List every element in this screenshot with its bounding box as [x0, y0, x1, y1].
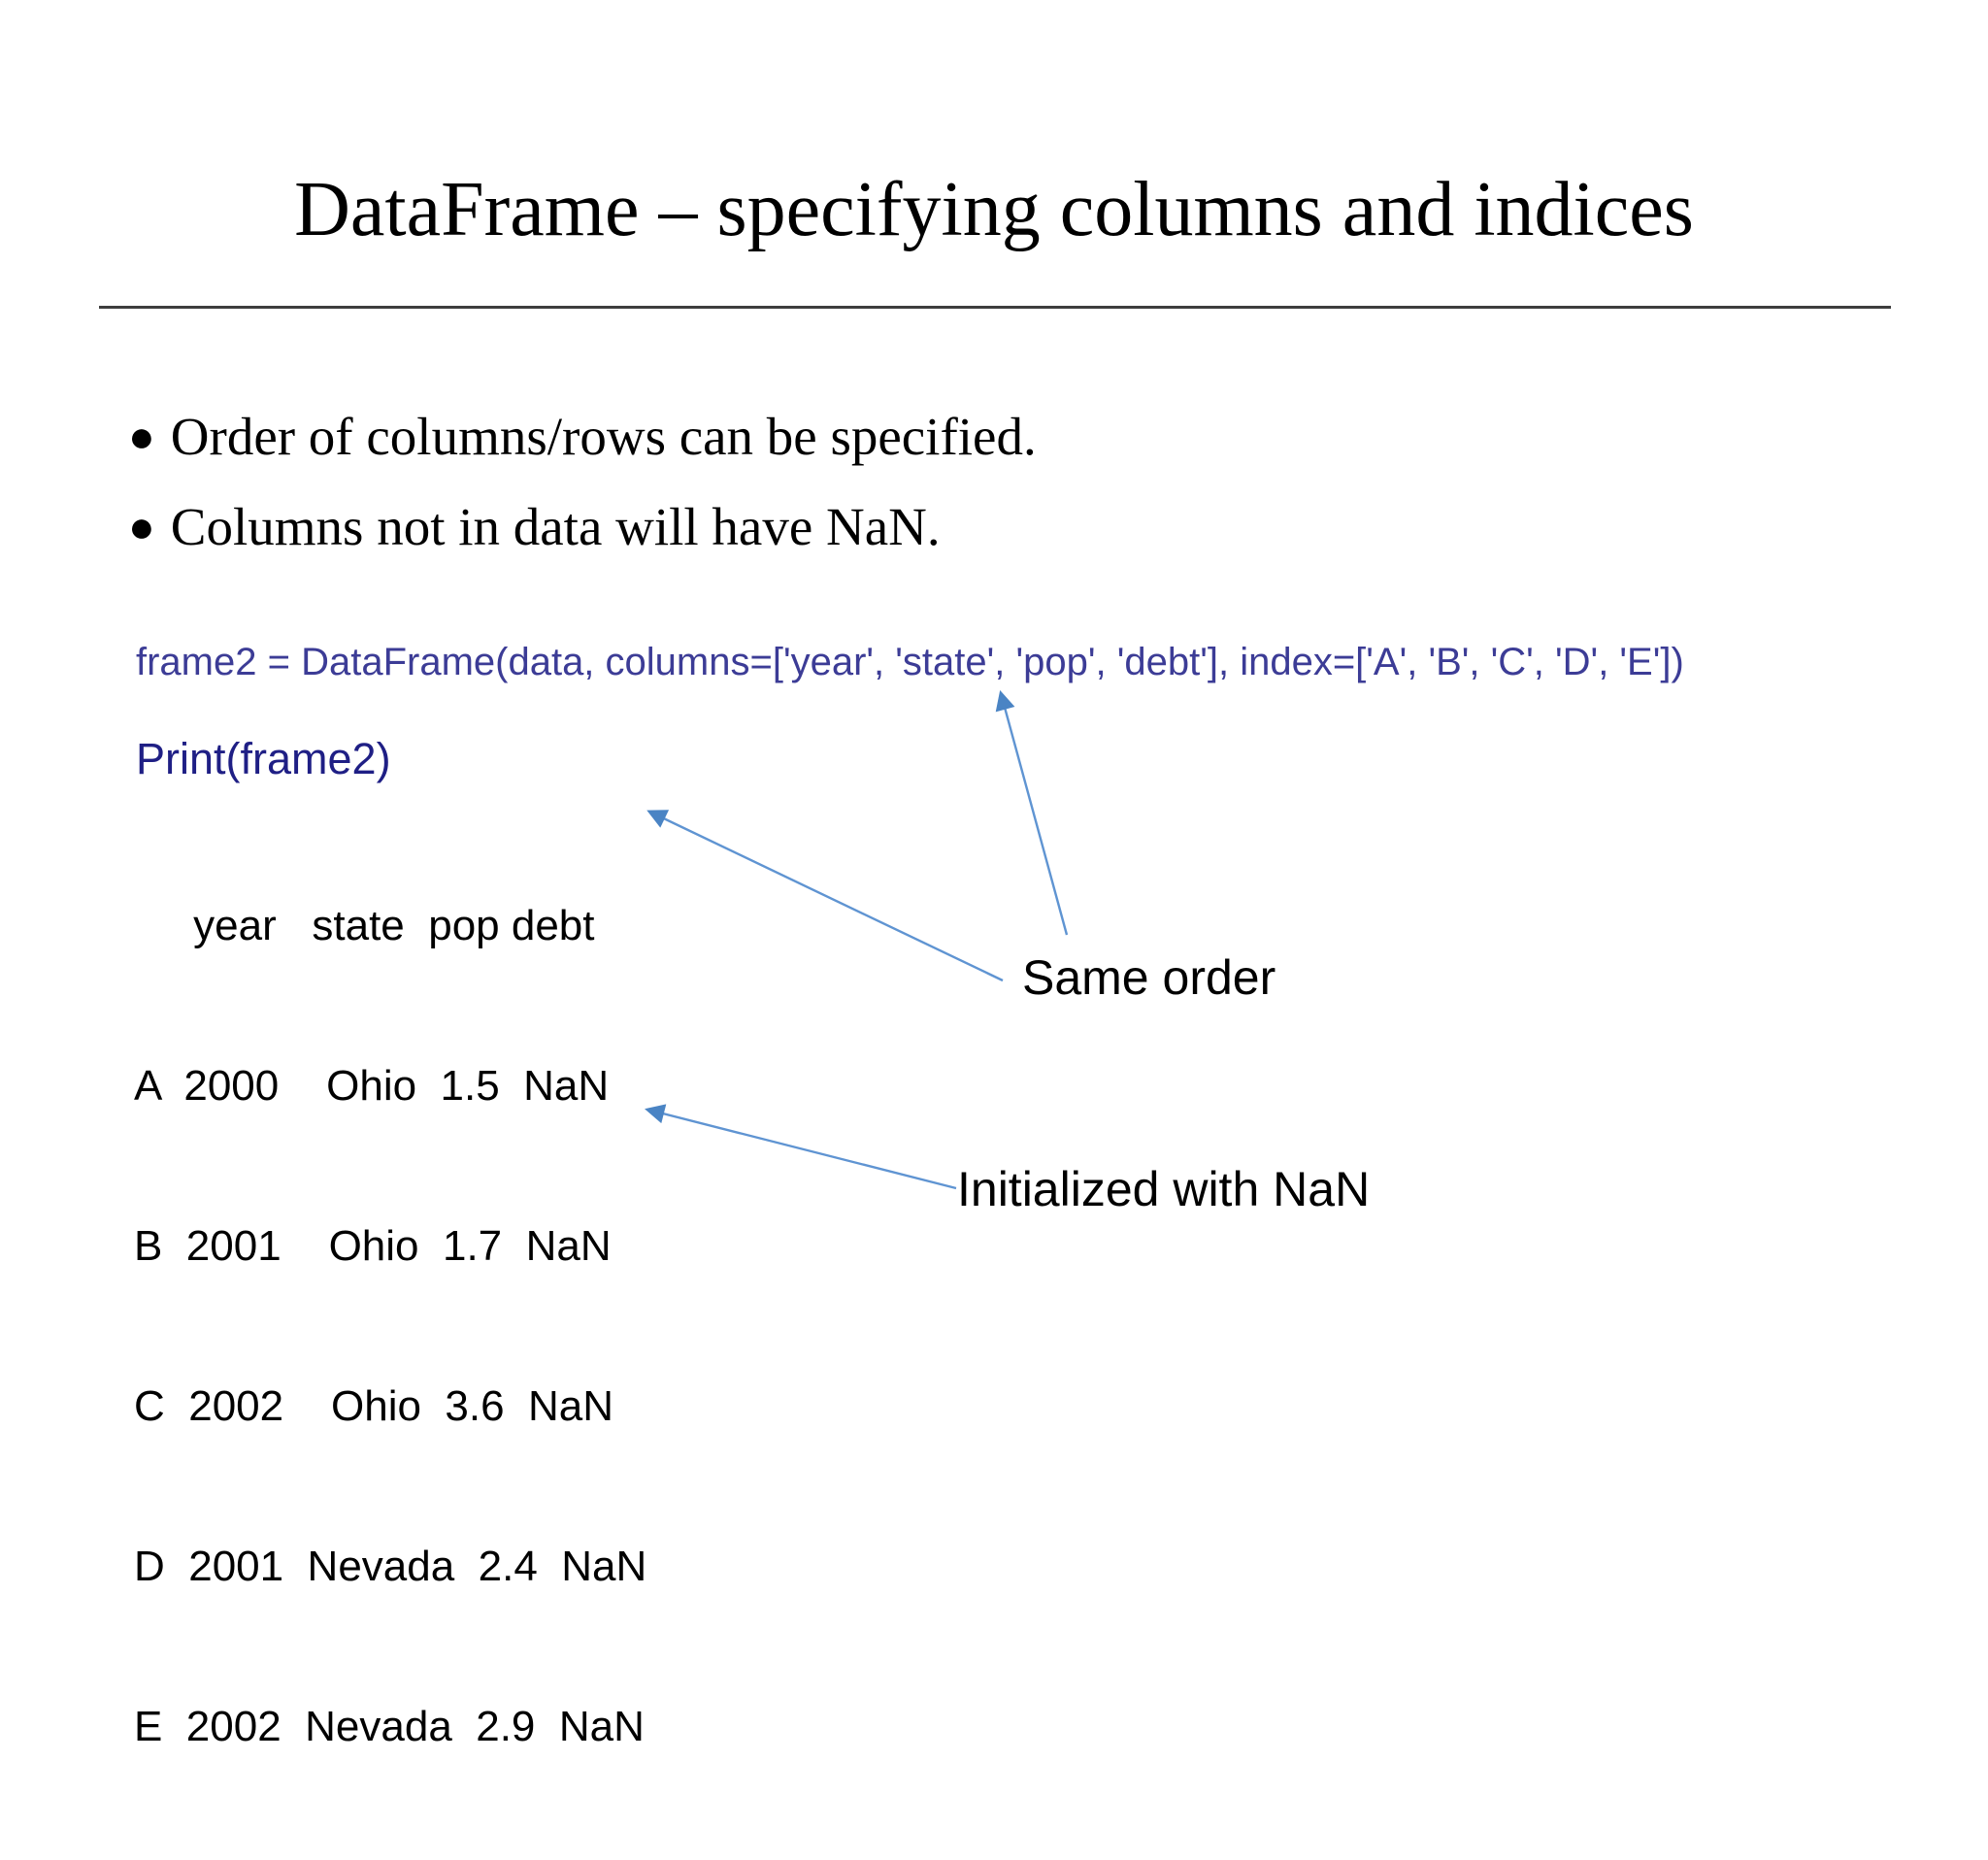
code-print-statement: Print(frame2) [136, 734, 391, 783]
page-title: DataFrame – specifying columns and indic… [294, 167, 1694, 252]
output-row: A 2000 Ohio 1.5 NaN [134, 1062, 610, 1110]
arrow-to-nan-values [645, 1104, 957, 1190]
output-header-row: year state pop debt [134, 902, 595, 949]
output-row: B 2001 Ohio 1.7 NaN [134, 1222, 612, 1270]
title-divider [99, 306, 1891, 309]
slide: DataFrame – specifying columns and indic… [99, 167, 1891, 1750]
arrow-to-code-columns [995, 690, 1069, 936]
bullet-dot-icon: ● [128, 412, 155, 461]
bullet-item: ● Columns not in data will have NaN. [128, 496, 941, 557]
arrow-to-output-header [646, 810, 1004, 982]
same-order-label: Same order [1022, 950, 1276, 1005]
output-row: E 2002 Nevada 2.9 NaN [134, 1703, 645, 1750]
code-assignment-line: frame2 = DataFrame(data, columns=['year'… [136, 641, 1684, 683]
output-row: C 2002 Ohio 3.6 NaN [134, 1382, 614, 1430]
bullet-text: Order of columns/rows can be specified. [170, 407, 1037, 466]
output-row: D 2001 Nevada 2.4 NaN [134, 1543, 647, 1590]
bullet-text: Columns not in data will have NaN. [170, 497, 941, 556]
dataframe-output: year state pop debt A 2000 Ohio 1.5 NaN … [134, 792, 646, 1860]
bullet-item: ● Order of columns/rows can be specified… [128, 406, 1037, 467]
initialized-with-nan-label: Initialized with NaN [957, 1162, 1371, 1216]
bullet-dot-icon: ● [128, 502, 155, 551]
